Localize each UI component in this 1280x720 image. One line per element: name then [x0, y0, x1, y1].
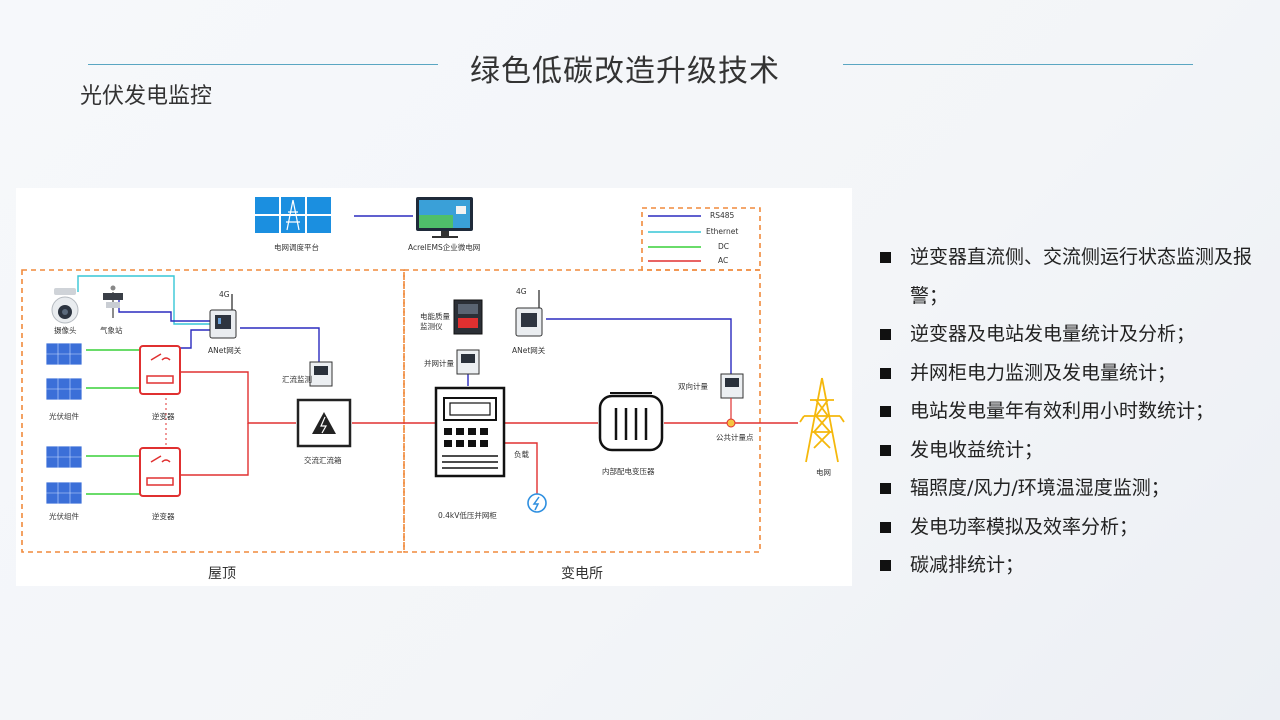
- pv-module-bottom-label: 光伏组件: [49, 511, 79, 521]
- feature-item: 发电功率模拟及效率分析；: [880, 508, 1260, 547]
- grid-meter-label: 并网计量: [424, 358, 454, 368]
- signal-4g-right: 4G: [516, 287, 527, 296]
- transformer-label: 内部配电变压器: [602, 466, 655, 476]
- combiner-monitor-icon: [309, 361, 333, 387]
- pv-module-top-label: 光伏组件: [49, 411, 79, 421]
- transmission-tower-icon: [799, 377, 845, 463]
- legend-dc: DC: [718, 242, 729, 251]
- grid-platform-wall-icon: [254, 196, 334, 234]
- inverter-top-icon: [139, 345, 181, 395]
- feature-item: 并网柜电力监测及发电量统计；: [880, 354, 1260, 393]
- bidirectional-meter-icon: [720, 373, 744, 399]
- square-bullet-icon: [880, 367, 891, 379]
- feature-item: 逆变器及电站发电量统计及分析；: [880, 315, 1260, 354]
- gateway-left-label: ANet网关: [208, 345, 242, 355]
- ems-monitor-icon: [416, 197, 473, 238]
- transformer-icon: [598, 392, 664, 452]
- ac-combiner-icon: [296, 398, 352, 448]
- feature-item: 碳减排统计；: [880, 546, 1260, 585]
- square-bullet-icon: [880, 560, 891, 571]
- common-point-label: 公共计量点: [716, 432, 754, 442]
- camera-icon: [51, 288, 79, 324]
- section-subtitle: 光伏发电监控: [80, 84, 213, 109]
- square-bullet-icon: [880, 252, 891, 263]
- square-bullet-icon: [880, 444, 891, 456]
- load-label: 负载: [514, 449, 529, 459]
- grid-meter-icon: [456, 349, 480, 375]
- lv-cabinet-icon: [434, 386, 506, 478]
- square-bullet-icon: [880, 483, 891, 494]
- title-line-left: [88, 64, 438, 65]
- square-bullet-icon: [880, 406, 891, 417]
- power-quality-label-1: 电能质量: [420, 311, 450, 321]
- title-line-right: [843, 64, 1193, 65]
- weather-station-icon: [103, 285, 123, 318]
- region-substation-label: 变电所: [561, 566, 603, 582]
- feature-item: 发电收益统计；: [880, 431, 1260, 470]
- gateway-right-label: ANet网关: [512, 345, 546, 355]
- feature-list: 逆变器直流侧、交流侧运行状态监测及报警； 逆变器及电站发电量统计及分析； 并网柜…: [880, 238, 1260, 585]
- legend-ethernet: Ethernet: [706, 227, 738, 236]
- load-icon: [527, 493, 547, 513]
- cabinet-label: 0.4kV低压并网柜: [438, 510, 497, 520]
- power-quality-monitor-icon: [453, 299, 483, 335]
- feature-item: 电站发电量年有效利用小时数统计；: [880, 392, 1260, 431]
- bidirectional-meter-label: 双向计量: [678, 381, 708, 391]
- page-title: 绿色低碳改造升级技术: [470, 54, 780, 89]
- region-roof-label: 屋顶: [208, 566, 236, 582]
- combiner-monitor-label: 汇流监测: [282, 374, 312, 384]
- legend: RS485 Ethernet DC AC: [648, 211, 738, 265]
- weather-station-label: 气象站: [100, 325, 123, 335]
- inverter-bottom-label: 逆变器: [152, 511, 175, 521]
- pv-monitoring-diagram: RS485 Ethernet DC AC: [16, 188, 852, 586]
- signal-4g-left: 4G: [219, 290, 230, 299]
- feature-item: 逆变器直流侧、交流侧运行状态监测及报警；: [880, 238, 1260, 315]
- gateway-right-icon: [515, 290, 543, 337]
- inverter-bottom-icon: [139, 447, 181, 497]
- pv-module-icons: [45, 342, 83, 505]
- square-bullet-icon: [880, 521, 891, 533]
- feature-item: 辐照度/风力/环境温湿度监测；: [880, 469, 1260, 508]
- grid-platform-label: 电网调度平台: [274, 242, 319, 252]
- legend-ac: AC: [718, 256, 728, 265]
- gateway-left-icon: [209, 294, 237, 339]
- legend-rs485: RS485: [710, 211, 735, 220]
- ems-label: AcrelEMS企业微电网: [408, 242, 480, 252]
- inverter-top-label: 逆变器: [152, 411, 175, 421]
- camera-label: 摄像头: [54, 325, 77, 335]
- region-borders: [21, 207, 761, 553]
- square-bullet-icon: [880, 329, 891, 340]
- common-point-marker: [726, 418, 736, 428]
- power-quality-label-2: 监测仪: [420, 321, 443, 331]
- ac-combiner-label: 交流汇流箱: [304, 455, 342, 465]
- utility-grid-label: 电网: [816, 467, 831, 477]
